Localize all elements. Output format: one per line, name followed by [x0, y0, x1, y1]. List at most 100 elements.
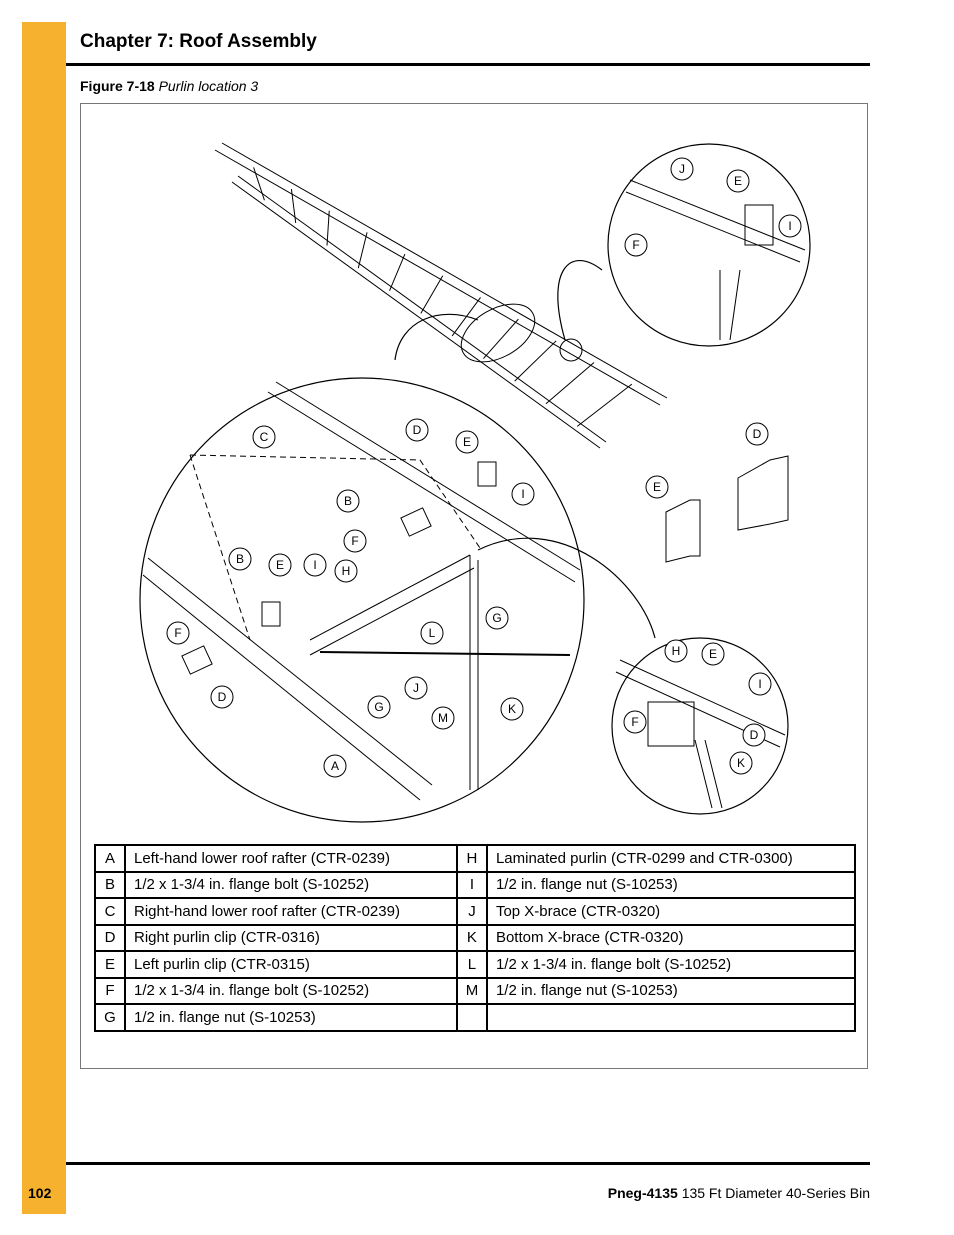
callout-d: D	[405, 418, 429, 442]
document-id: Pneg-4135 135 Ft Diameter 40-Series Bin	[608, 1185, 870, 1201]
legend-key: L	[455, 950, 488, 979]
svg-text:D: D	[753, 427, 762, 441]
svg-text:F: F	[632, 238, 639, 252]
svg-text:D: D	[750, 728, 759, 742]
legend-key: C	[94, 897, 126, 926]
svg-text:B: B	[236, 552, 244, 566]
callout-d: D	[210, 685, 234, 709]
legend-description: 1/2 x 1-3/4 in. flange bolt (S-10252)	[485, 950, 857, 979]
legend-description	[485, 1003, 857, 1032]
legend-key: H	[455, 844, 488, 873]
svg-text:D: D	[218, 690, 227, 704]
legend-key: A	[94, 844, 126, 873]
svg-text:F: F	[631, 715, 638, 729]
legend-description: 1/2 in. flange nut (S-10253)	[124, 1003, 458, 1032]
svg-text:F: F	[174, 626, 181, 640]
legend-description: Right-hand lower roof rafter (CTR-0239)	[124, 897, 458, 926]
callout-f: F	[624, 233, 648, 257]
callout-h: H	[334, 559, 358, 583]
callout-b: B	[228, 547, 252, 571]
svg-text:C: C	[260, 430, 269, 444]
svg-text:E: E	[653, 480, 661, 494]
legend-key: G	[94, 1003, 126, 1032]
legend-description: 1/2 in. flange nut (S-10253)	[485, 870, 857, 899]
callout-g: G	[367, 695, 391, 719]
svg-text:A: A	[331, 759, 339, 773]
detail-arrows	[394, 260, 656, 639]
legend-key: F	[94, 976, 126, 1005]
callout-m: M	[431, 706, 455, 730]
legend-description: Right purlin clip (CTR-0316)	[124, 923, 458, 952]
callout-i: I	[778, 214, 802, 238]
legend-key: I	[455, 870, 488, 899]
svg-text:E: E	[463, 435, 471, 449]
callout-e: E	[645, 475, 669, 499]
detail-focus-ellipse	[460, 303, 536, 363]
svg-text:E: E	[734, 174, 742, 188]
legend-key: K	[455, 923, 488, 952]
svg-text:B: B	[344, 494, 352, 508]
legend-key: D	[94, 923, 126, 952]
legend-description: Top X-brace (CTR-0320)	[485, 897, 857, 926]
figure-label: Figure 7-18	[80, 78, 155, 94]
legend-key: J	[455, 897, 488, 926]
legend-key	[455, 1003, 488, 1032]
legend-description: Laminated purlin (CTR-0299 and CTR-0300)	[485, 844, 857, 873]
svg-text:F: F	[351, 534, 358, 548]
callout-a: A	[323, 754, 347, 778]
svg-text:I: I	[758, 677, 761, 691]
legend-key: E	[94, 950, 126, 979]
callout-k: K	[729, 751, 753, 775]
svg-text:G: G	[492, 611, 501, 625]
svg-text:D: D	[413, 423, 422, 437]
svg-text:G: G	[374, 700, 383, 714]
svg-text:I: I	[788, 219, 791, 233]
figure-frame	[80, 103, 868, 1069]
svg-text:K: K	[508, 702, 516, 716]
callout-c: C	[252, 425, 276, 449]
callout-e: E	[268, 553, 292, 577]
upper-right-detail-view	[607, 143, 811, 347]
detail-focus-circle	[559, 338, 583, 362]
figure-caption: Figure 7-18 Purlin location 3	[80, 78, 258, 94]
callout-f: F	[166, 621, 190, 645]
main-detail-view	[139, 377, 585, 823]
doc-code: Pneg-4135	[607, 1185, 678, 1201]
callout-j: J	[670, 157, 694, 181]
doc-title: 135 Ft Diameter 40-Series Bin	[681, 1185, 870, 1201]
footer-rule	[66, 1162, 870, 1165]
callout-e: E	[701, 642, 725, 666]
callout-e: E	[455, 430, 479, 454]
callout-f: F	[623, 710, 647, 734]
svg-text:M: M	[438, 711, 448, 725]
svg-text:E: E	[276, 558, 284, 572]
svg-text:E: E	[709, 647, 717, 661]
legend-description: 1/2 in. flange nut (S-10253)	[485, 976, 857, 1005]
rafter-truss	[214, 142, 668, 449]
svg-text:I: I	[521, 487, 524, 501]
callout-g: G	[485, 606, 509, 630]
svg-text:K: K	[737, 756, 745, 770]
svg-text:J: J	[679, 162, 685, 176]
callout-d: D	[745, 422, 769, 446]
callout-f: F	[343, 529, 367, 553]
svg-text:H: H	[672, 644, 681, 658]
callout-d: D	[742, 723, 766, 747]
legend-description: 1/2 x 1-3/4 in. flange bolt (S-10252)	[124, 976, 458, 1005]
legend-key: M	[455, 976, 488, 1005]
loose-purlin-clips	[665, 455, 789, 563]
svg-text:I: I	[313, 558, 316, 572]
callout-i: I	[303, 553, 327, 577]
legend-description: Bottom X-brace (CTR-0320)	[485, 923, 857, 952]
truss-struts	[253, 167, 633, 427]
